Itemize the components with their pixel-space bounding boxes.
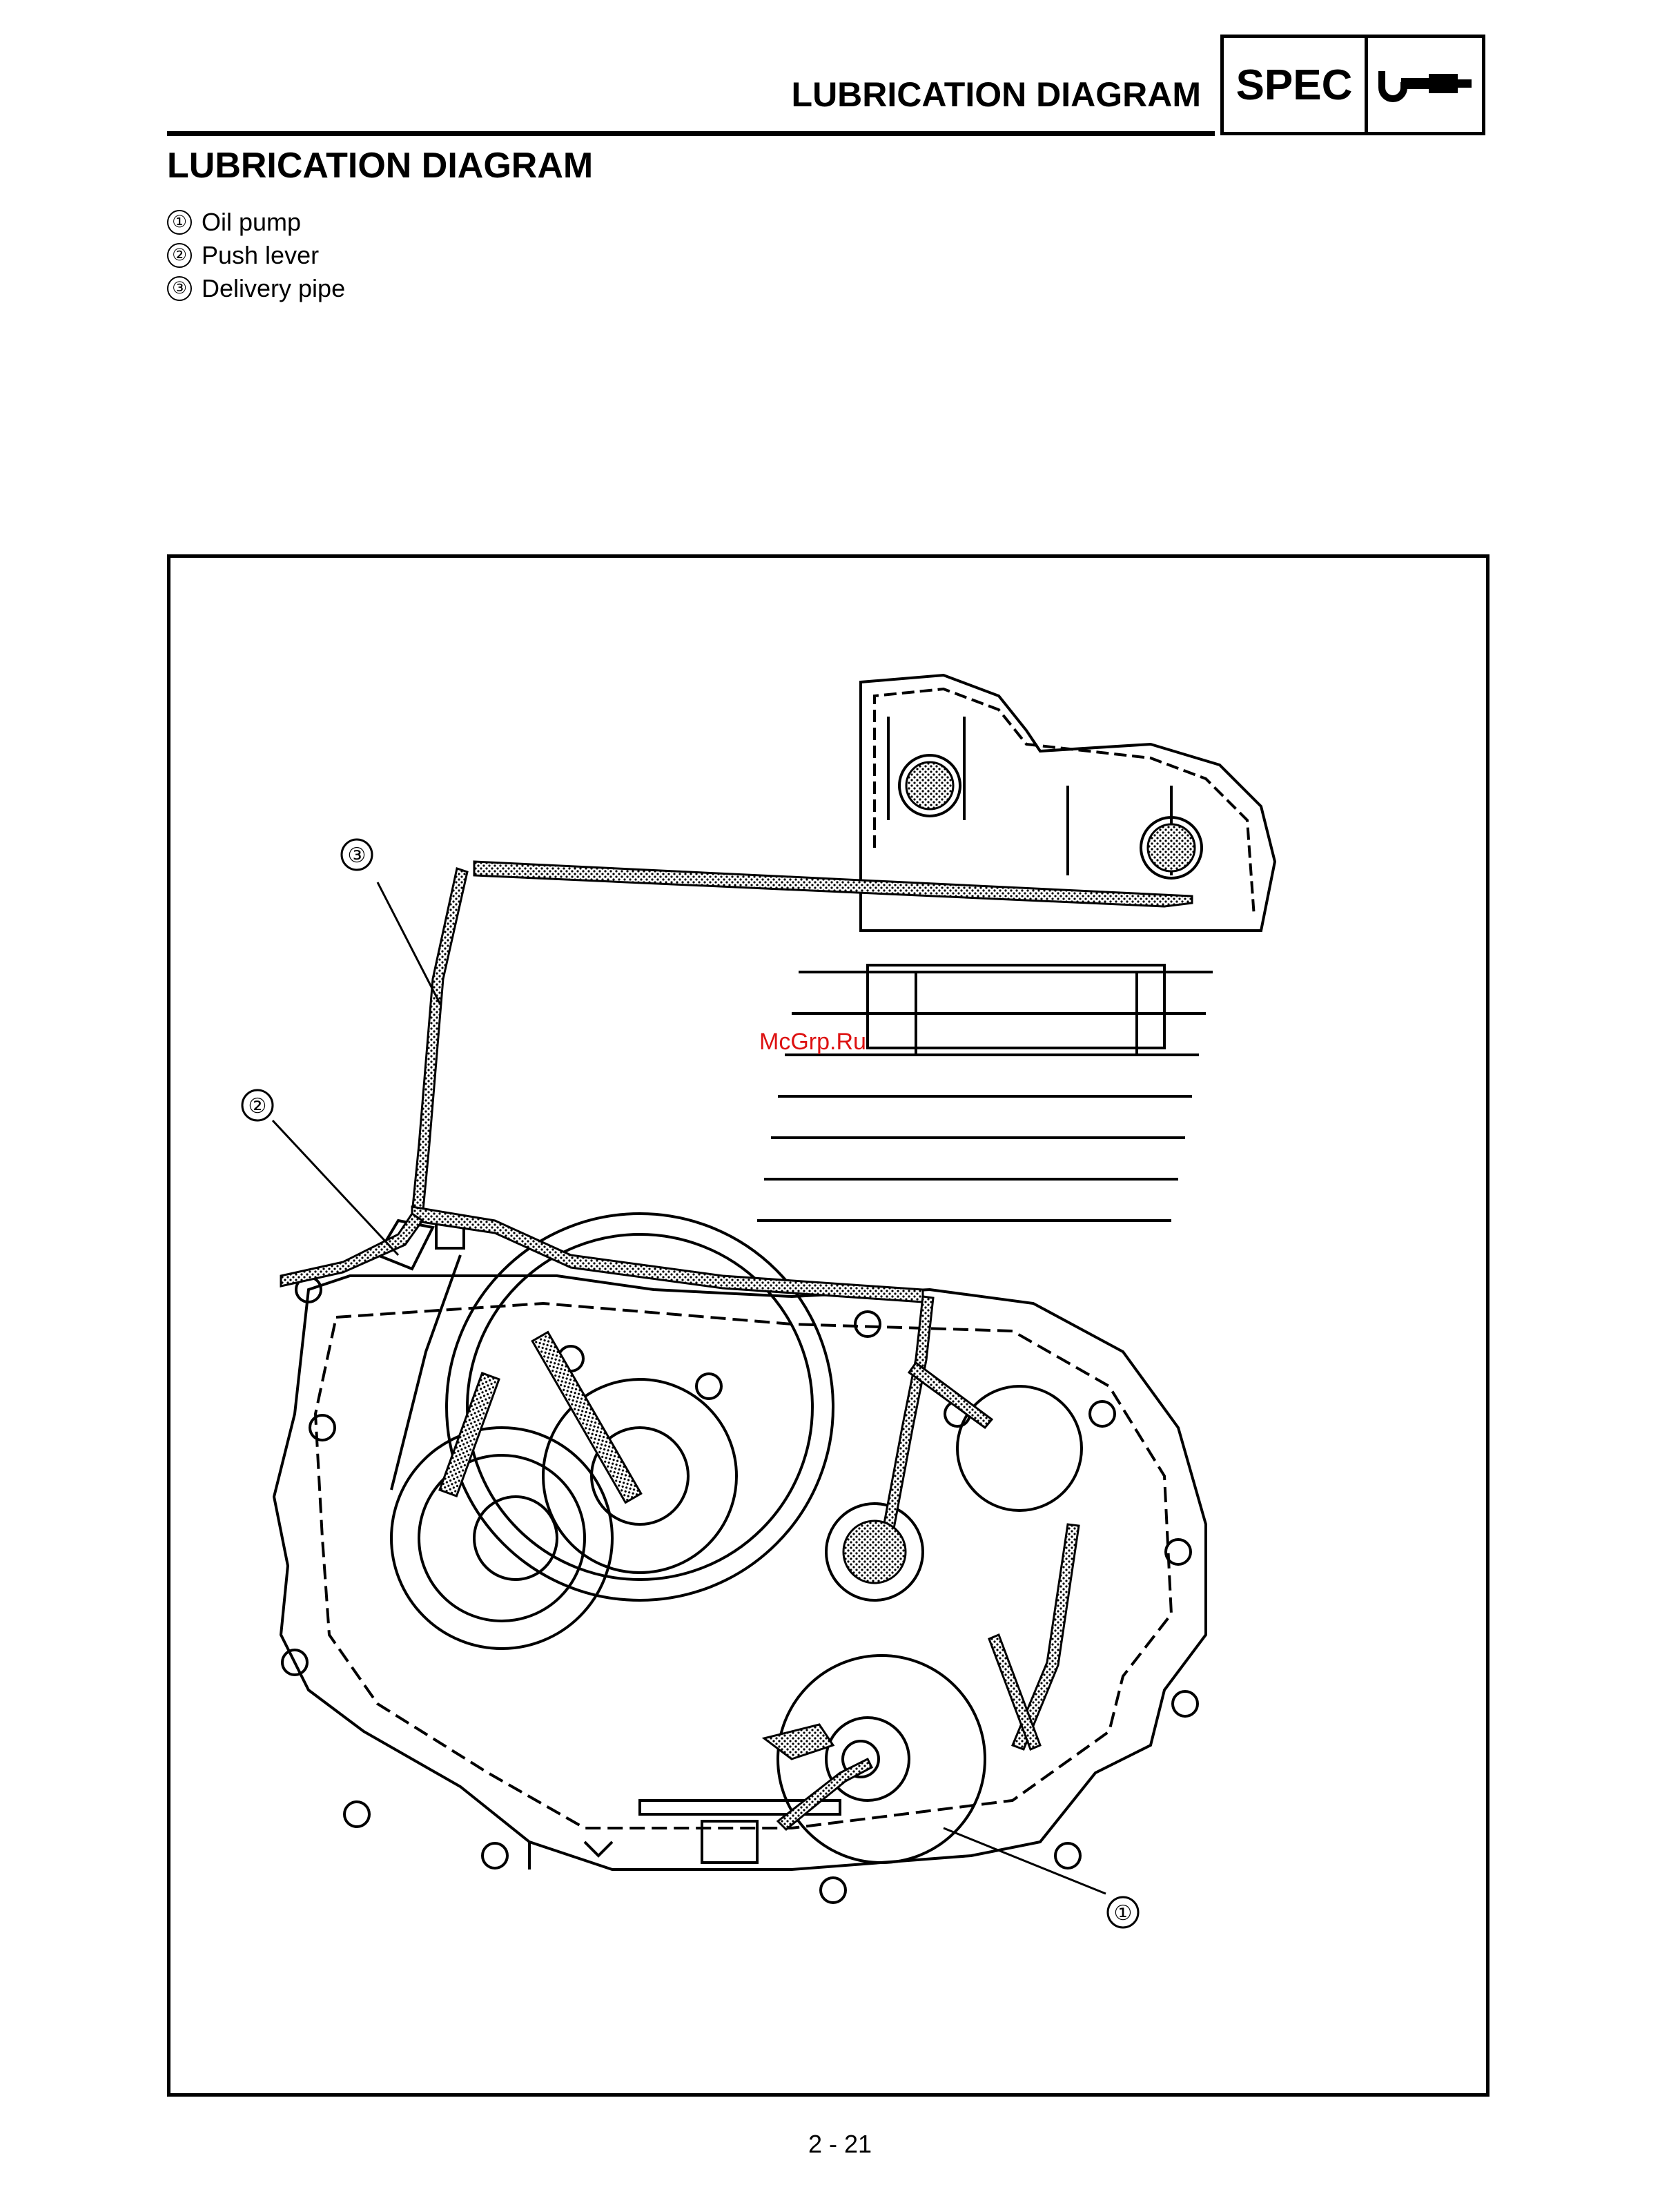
callout-delivery-pipe: ③	[348, 844, 367, 868]
legend-label: Push lever	[202, 239, 319, 272]
oil-filter	[957, 1386, 1082, 1511]
legend-number: ③	[167, 276, 192, 301]
legend-label: Oil pump	[202, 206, 301, 239]
legend-number: ②	[167, 243, 192, 268]
legend-item: ③ Delivery pipe	[167, 272, 345, 305]
callout-oil-pump: ①	[1114, 1901, 1133, 1925]
balancer-gear	[391, 1428, 612, 1649]
micrometer-icon	[1374, 64, 1477, 106]
page-number: 2 - 21	[0, 2130, 1680, 2159]
engine-lubrication-diagram: ③ ② ①	[170, 558, 1486, 2093]
legend-number: ①	[167, 210, 192, 235]
section-title: LUBRICATION DIAGRAM	[167, 145, 593, 186]
watermark: McGrp.Ru	[759, 1029, 866, 1056]
legend-label: Delivery pipe	[202, 272, 345, 305]
header-title: LUBRICATION DIAGRAM	[732, 75, 1201, 115]
delivery-pipe	[474, 862, 1192, 906]
header-rule	[167, 131, 1215, 136]
spec-badge: SPEC	[1220, 35, 1485, 135]
spec-label: SPEC	[1224, 38, 1368, 132]
legend-item: ② Push lever	[167, 239, 345, 272]
legend-item: ① Oil pump	[167, 206, 345, 239]
legend-list: ① Oil pump ② Push lever ③ Delivery pipe	[167, 206, 345, 305]
cylinder-fins	[757, 972, 1213, 1221]
diagram-frame: ③ ② ①	[167, 554, 1489, 2097]
callout-push-lever: ②	[248, 1094, 267, 1118]
